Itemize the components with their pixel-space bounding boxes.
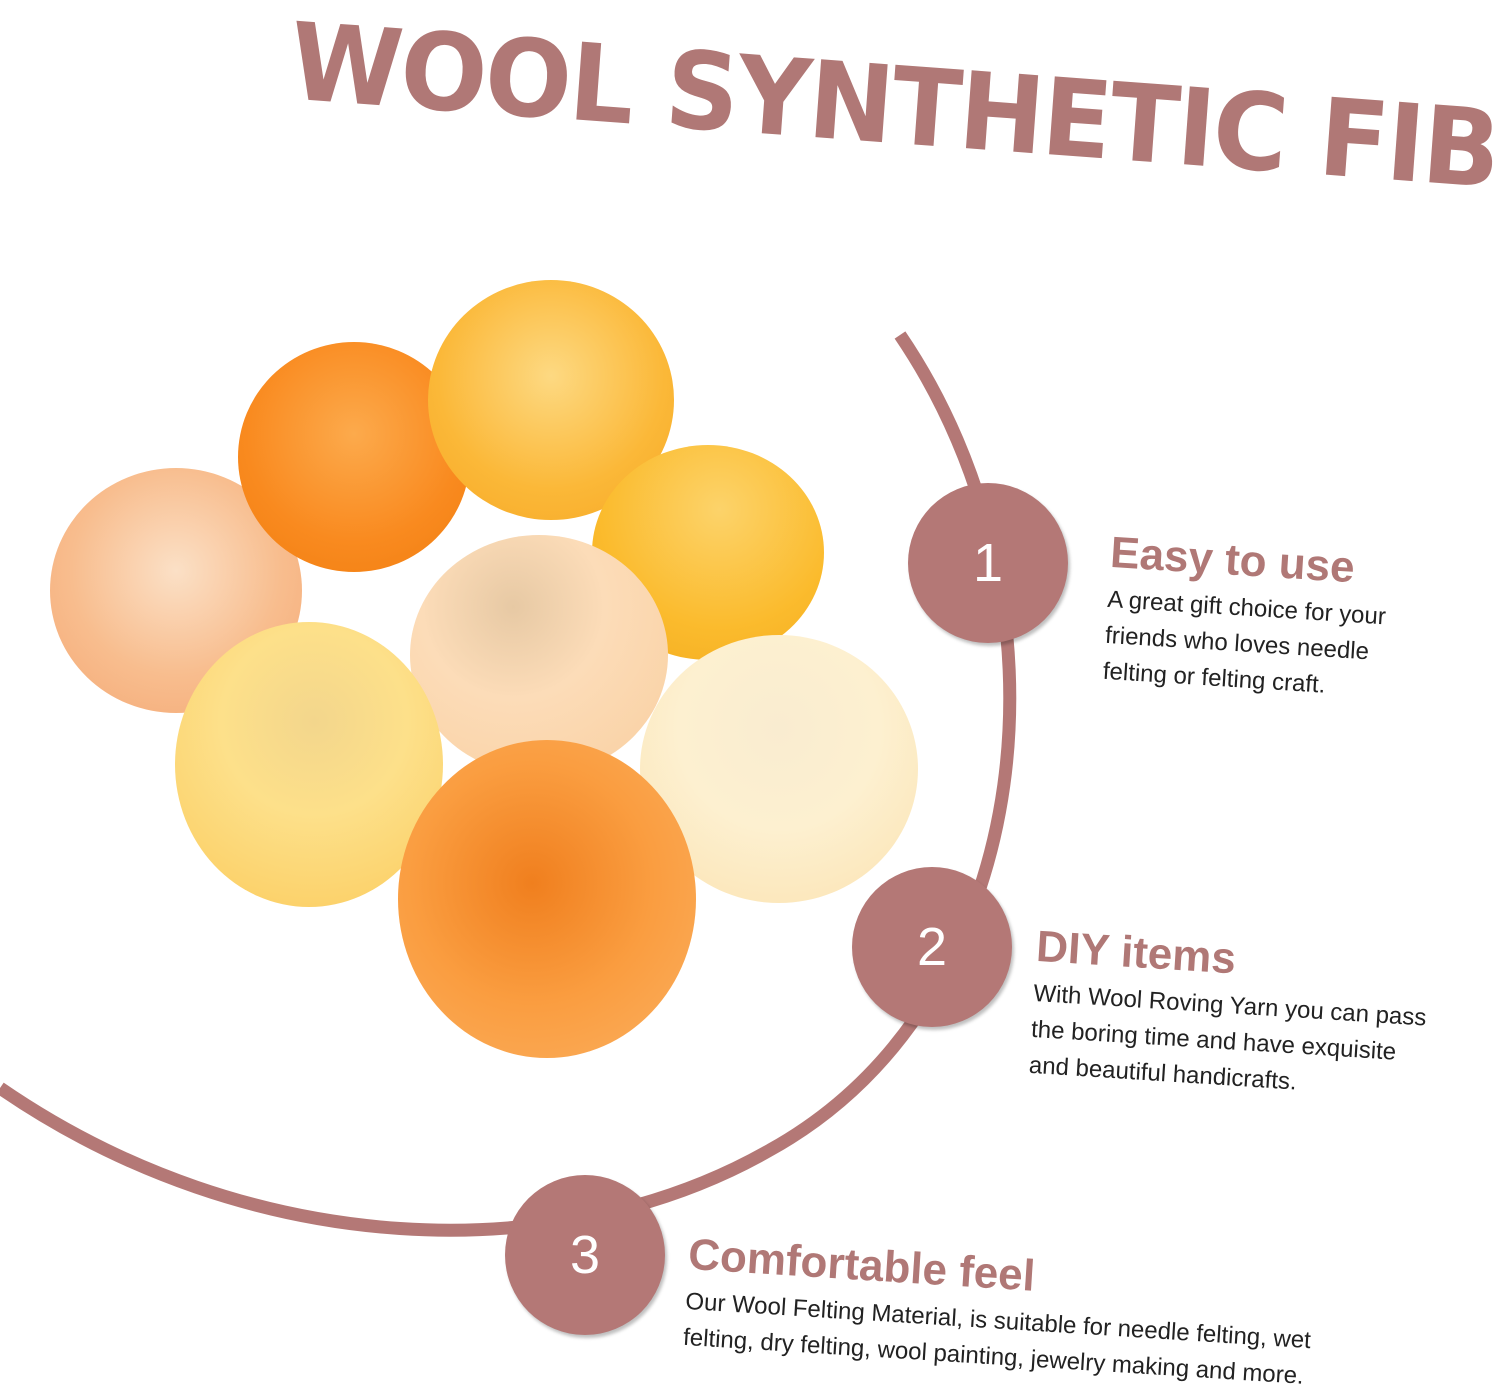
- wool-ball: [175, 622, 443, 907]
- step-badge-2: 2: [852, 867, 1012, 1027]
- wool-ball: [398, 740, 696, 1058]
- feature-easy-to-use: Easy to use A great gift choice for your…: [1102, 528, 1390, 707]
- feature-diy-items: DIY items With Wool Roving Yarn you can …: [1028, 922, 1431, 1108]
- step-badge-3: 3: [505, 1175, 665, 1335]
- wool-ball: [410, 535, 668, 775]
- step-badge-1: 1: [908, 483, 1068, 643]
